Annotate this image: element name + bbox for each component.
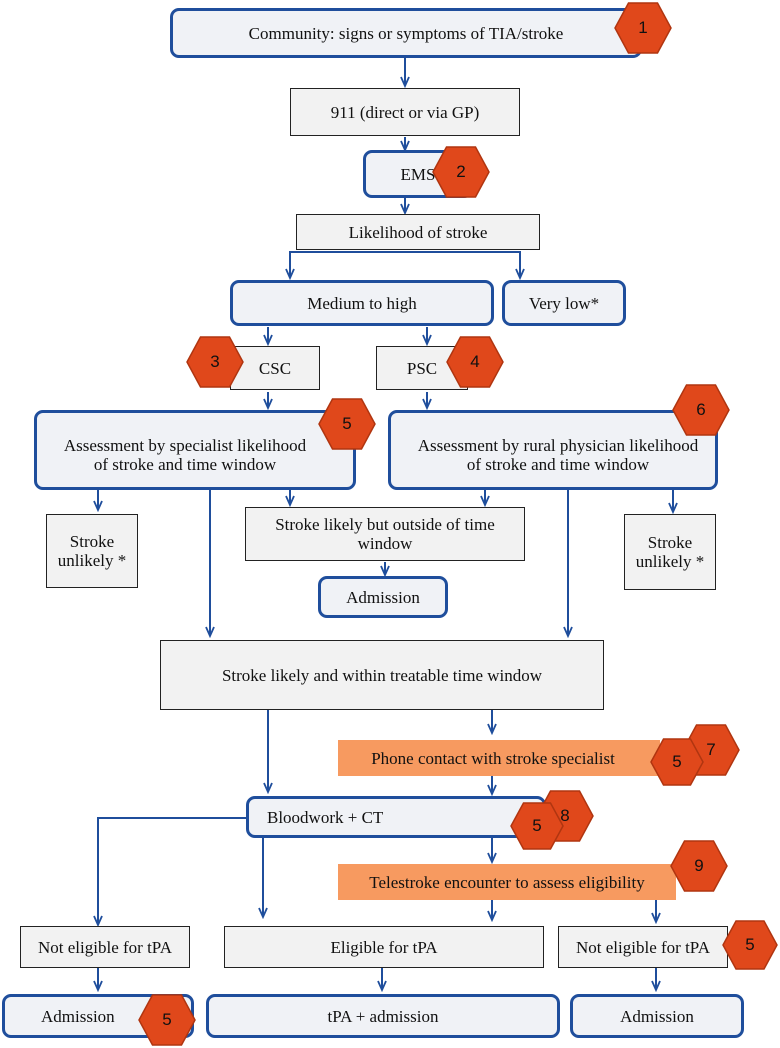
badge-number: 2 (456, 162, 466, 181)
badge-hexagon: 1 (614, 2, 672, 54)
badge-number: 8 (560, 806, 570, 825)
call-911-node: 911 (direct or via GP) (290, 88, 520, 136)
badge-hexagon: 5 (650, 738, 704, 786)
stroke-unlikely-left-node: Stroke unlikely * (46, 514, 138, 588)
stroke-unlikely-right-node: Stroke unlikely * (624, 514, 716, 590)
admission-mid-node: Admission (318, 576, 448, 618)
badge-number: 5 (342, 414, 352, 433)
not-eligible-left-node: Not eligible for tPA (20, 926, 190, 968)
badge-number: 4 (470, 352, 480, 371)
badge-hexagon: 5 (510, 802, 564, 850)
bloodwork-ct-node: Bloodwork + CT (246, 796, 546, 838)
badge-hexagon: 5 (318, 398, 376, 450)
badge-number: 3 (210, 352, 220, 371)
badge-number: 1 (638, 18, 648, 37)
badge-hexagon: 6 (672, 384, 730, 436)
csc-node: CSC (230, 346, 320, 390)
community-node: Community: signs or symptoms of TIA/stro… (170, 8, 642, 58)
eligible-node: Eligible for tPA (224, 926, 544, 968)
assessment-rural-node: Assessment by rural physician likelihood… (388, 410, 718, 490)
not-eligible-right-node: Not eligible for tPA (558, 926, 728, 968)
badge-number: 5 (672, 752, 682, 771)
arrow (289, 251, 521, 260)
very-low-node: Very low* (502, 280, 626, 326)
badge-number: 5 (532, 816, 542, 835)
badge-hexagon: 2 (432, 146, 490, 198)
admission-right-node: Admission (570, 994, 744, 1038)
badge-number: 5 (162, 1010, 172, 1029)
outside-window-node: Stroke likely but outside of time window (245, 507, 525, 561)
within-window-node: Stroke likely and within treatable time … (160, 640, 604, 710)
badge-number: 7 (706, 740, 716, 759)
badge-hexagon: 9 (670, 840, 728, 892)
badge-number: 6 (696, 400, 706, 419)
likelihood-node: Likelihood of stroke (296, 214, 540, 250)
badge-hexagon: 5 (722, 920, 778, 970)
arrow (98, 817, 246, 925)
badge-hexagon: 5 (138, 994, 196, 1046)
badge-hexagon: 3 (186, 336, 244, 388)
assessment-specialist-node: Assessment by specialist likelihood of s… (34, 410, 356, 490)
badge-number: 9 (694, 856, 704, 875)
telestroke-node: Telestroke encounter to assess eligibili… (338, 864, 676, 900)
medium-high-node: Medium to high (230, 280, 494, 326)
badge-number: 5 (745, 935, 755, 954)
phone-contact-node: Phone contact with stroke specialist (338, 740, 660, 776)
tpa-admission-node: tPA + admission (206, 994, 560, 1038)
badge-hexagon: 4 (446, 336, 504, 388)
